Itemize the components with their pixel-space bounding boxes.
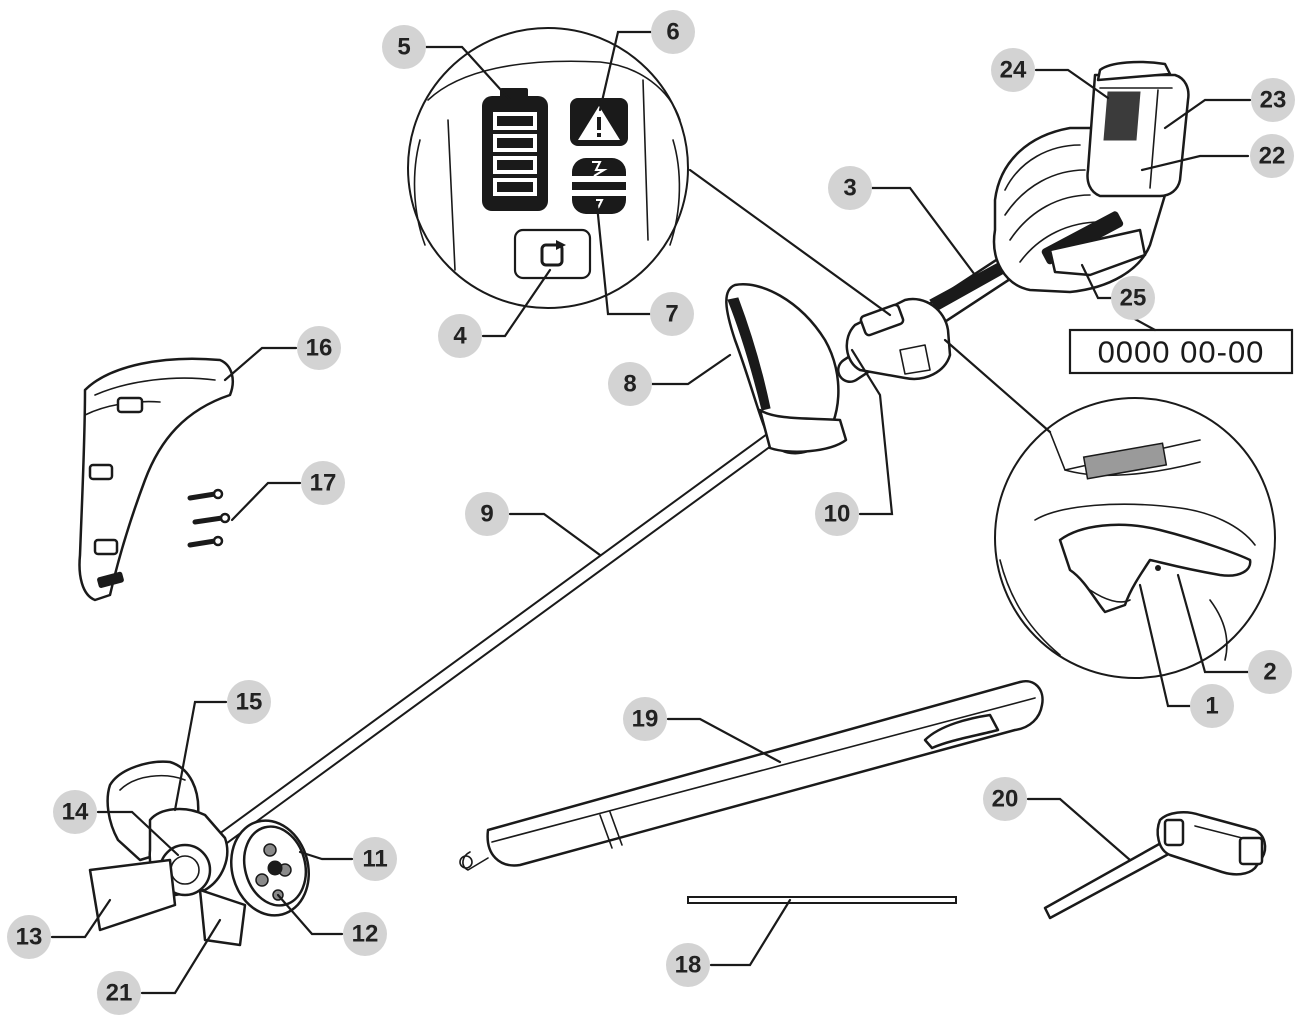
warning-icon bbox=[570, 98, 628, 146]
callout-18: 18 bbox=[666, 943, 710, 987]
wrench bbox=[1043, 811, 1267, 920]
battery-level-icon bbox=[482, 88, 548, 211]
screws bbox=[187, 488, 231, 548]
svg-text:24: 24 bbox=[1000, 57, 1027, 84]
svg-text:9: 9 bbox=[480, 501, 493, 528]
svg-text:3: 3 bbox=[843, 175, 856, 202]
rod bbox=[687, 896, 957, 904]
callout-19: 19 bbox=[623, 697, 667, 741]
speed-mode-icon bbox=[572, 158, 626, 214]
svg-text:17: 17 bbox=[310, 470, 337, 497]
svg-text:13: 13 bbox=[16, 924, 43, 951]
callout-20: 20 bbox=[983, 777, 1027, 821]
svg-text:15: 15 bbox=[236, 689, 263, 716]
svg-text:4: 4 bbox=[453, 323, 467, 350]
svg-text:2: 2 bbox=[1263, 659, 1276, 686]
edger-head bbox=[88, 760, 311, 947]
callout-21: 21 bbox=[97, 971, 141, 1015]
guard-cover bbox=[78, 357, 234, 602]
callout-13: 13 bbox=[7, 915, 51, 959]
callout-4: 4 bbox=[438, 314, 482, 358]
svg-text:22: 22 bbox=[1259, 143, 1286, 170]
callout-14: 14 bbox=[53, 790, 97, 834]
date-code-box bbox=[1068, 328, 1294, 375]
callout-6: 6 bbox=[651, 10, 695, 54]
svg-text:1: 1 bbox=[1205, 693, 1218, 720]
svg-text:19: 19 bbox=[632, 706, 659, 733]
svg-text:23: 23 bbox=[1260, 87, 1287, 114]
callout-5: 5 bbox=[382, 25, 426, 69]
svg-text:7: 7 bbox=[665, 301, 678, 328]
svg-text:12: 12 bbox=[352, 921, 379, 948]
callout-22: 22 bbox=[1250, 134, 1294, 178]
carry-bag bbox=[459, 679, 1044, 871]
svg-text:21: 21 bbox=[106, 980, 133, 1007]
callout-12: 12 bbox=[343, 912, 387, 956]
callout-24: 24 bbox=[991, 48, 1035, 92]
svg-text:18: 18 bbox=[675, 952, 702, 979]
svg-text:8: 8 bbox=[623, 371, 636, 398]
callout-9: 9 bbox=[465, 492, 509, 536]
svg-text:6: 6 bbox=[666, 19, 679, 46]
svg-text:14: 14 bbox=[62, 799, 89, 826]
svg-text:20: 20 bbox=[992, 786, 1019, 813]
trimmer-body bbox=[203, 60, 1190, 855]
callout-3: 3 bbox=[828, 166, 872, 210]
callout-16: 16 bbox=[297, 326, 341, 370]
control-panel-zoom bbox=[407, 27, 689, 309]
callout-23: 23 bbox=[1251, 78, 1295, 122]
callout-25: 25 bbox=[1111, 276, 1155, 320]
svg-text:11: 11 bbox=[362, 846, 387, 873]
date-code-text: 0000 00-00 bbox=[1098, 335, 1265, 370]
svg-text:25: 25 bbox=[1120, 285, 1147, 312]
callout-2: 2 bbox=[1248, 650, 1292, 694]
callout-10: 10 bbox=[815, 492, 859, 536]
callout-8: 8 bbox=[608, 362, 652, 406]
trigger-zoom bbox=[994, 397, 1276, 679]
svg-text:10: 10 bbox=[824, 501, 851, 528]
svg-text:5: 5 bbox=[397, 34, 410, 61]
svg-text:16: 16 bbox=[306, 335, 333, 362]
callout-15: 15 bbox=[227, 680, 271, 724]
callout-17: 17 bbox=[301, 461, 345, 505]
callout-1: 1 bbox=[1190, 684, 1234, 728]
callout-11: 11 bbox=[353, 837, 397, 881]
mode-button-icon bbox=[513, 228, 592, 280]
callout-7: 7 bbox=[650, 292, 694, 336]
